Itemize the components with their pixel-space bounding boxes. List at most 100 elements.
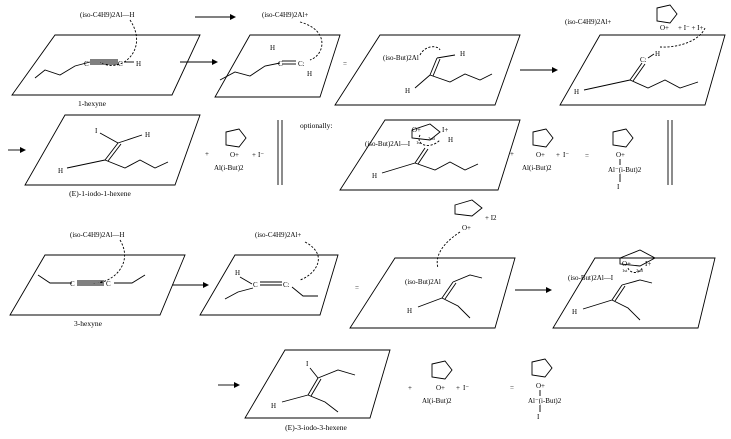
thf-ring-icon [532, 128, 554, 148]
ch-bond [436, 54, 456, 59]
curved-arrow-8 [436, 231, 461, 269]
oxygen-label: O+ [536, 151, 545, 159]
butyl-chain-4 [629, 79, 699, 89]
ethyl-right [114, 274, 146, 284]
cc-bond [104, 142, 119, 161]
hydrogen-label: H [136, 60, 141, 68]
hydrogen-label: H [448, 136, 453, 144]
ch-bond [583, 79, 631, 91]
panel-5-iodohexene: I H H (E)-1-iodo-1-hexene [24, 114, 201, 198]
oxygen-label: O+ [462, 224, 471, 232]
plane-9 [349, 257, 516, 329]
hydrogen-label: H [405, 87, 410, 95]
ethyl-upper [452, 274, 483, 283]
carbon-label: C [278, 60, 283, 68]
iodine-reagent: + I2 [485, 214, 497, 222]
aluminum-label: Al(i-But)2 [214, 164, 244, 172]
curved-arrow-7 [299, 241, 319, 281]
ch-bond [582, 299, 613, 310]
thf-ring-icon [431, 360, 453, 380]
arrowhead [552, 67, 558, 73]
arrowhead [234, 382, 240, 388]
ethyl-upper [621, 279, 653, 286]
step-1st: 1st [416, 140, 422, 145]
ch-bond [417, 297, 443, 308]
hydrogen-label: H [145, 131, 150, 139]
caption-iodohexene: (E)-1-iodo-1-hexene [69, 189, 131, 198]
carbon-radical-label: C: [283, 281, 290, 289]
plus-sign: + [456, 384, 460, 392]
iodine-label: I [306, 360, 309, 368]
cc-bond-double [107, 143, 122, 162]
ch-bond [647, 53, 655, 59]
alane-label: (iso-But)2Al [383, 54, 419, 62]
carbon-label: C [70, 280, 75, 288]
cc-bond [307, 377, 319, 396]
hydrogen-label: H [572, 308, 577, 316]
carbon-label: C [84, 60, 89, 68]
arrowhead [20, 147, 26, 153]
alane-iodide-label: (iso-But)2Al—I [365, 140, 411, 148]
thf-aluminate-adduct-2: O+ + I⁻ Al(i-But)2 [522, 128, 569, 172]
ethyl-upper [317, 369, 356, 379]
iodine-label: I [617, 183, 620, 191]
iodine-label: I [95, 127, 98, 135]
aluminum-label: Al(i-But)2 [422, 397, 452, 405]
caption-1-hexyne: 1-hexyne [78, 99, 107, 108]
cc-bond [429, 57, 438, 76]
oxygen-label: O+ [230, 151, 239, 159]
curved-arrow-5 [418, 134, 441, 146]
cc-bond-double [614, 285, 626, 302]
panel-2-vinyl-cation: (iso-C4H9)2Al+ H C C: H [214, 11, 341, 98]
plus-sign: + [510, 150, 514, 158]
thf-ring-icon [612, 128, 634, 148]
cc-bond-double [444, 282, 457, 300]
panel-10-iodination-complex: O+ I+ 1st 2nd (iso-But)2Al—I H [552, 249, 716, 329]
thf-ring-icon [619, 249, 656, 267]
cc-bond [611, 284, 623, 301]
hydrogen-label: H [460, 50, 465, 58]
iodide-label: I⁻ [463, 384, 469, 392]
optionally-label: optionally: [300, 121, 333, 130]
curved-arrow-4 [659, 27, 706, 48]
plus-sign: + [556, 151, 560, 159]
thf-ring-icon [656, 4, 678, 24]
plane-6 [339, 119, 521, 191]
oxygen-label: O+ [660, 24, 669, 32]
butyl-chain-3 [429, 73, 493, 83]
ethyl-lower [441, 297, 471, 319]
ch-bond [239, 276, 253, 285]
dibal-cation: (iso-C4H9)2Al+ [262, 11, 308, 19]
iodine-plus-label: I+ [645, 260, 651, 268]
thf-aluminate-adduct-3: O+ + I⁻ Al(i-But)2 [422, 360, 469, 405]
caption-iodohexene3: (E)-3-iodo-3-hexene [285, 423, 347, 432]
aluminate-label: Al⁻(i-But)2 [528, 397, 562, 405]
hydrogen-label: H [58, 167, 63, 175]
carbon-radical-label: C: [640, 56, 647, 64]
panel-11-iodohexene3: I H (E)-3-iodo-3-hexene [244, 349, 391, 432]
panel-9-alkenyl-alane: O+ + I2 (iso-But)2Al H [349, 199, 516, 329]
cc-bond [629, 62, 643, 81]
cc-bond-double [417, 148, 429, 165]
oxygen-label: O+ [622, 260, 631, 268]
alane-iodide-label: (iso-But)2Al—I [568, 274, 614, 282]
iodide-plus-iodine: + I⁻ + I+ [678, 24, 704, 32]
ch-bond [281, 394, 309, 403]
ch-bond [381, 162, 416, 174]
dibal-h-reagent: (iso-C4H9)2Al—H [70, 231, 124, 239]
cc-bond [414, 147, 426, 164]
thf-ring-icon [454, 199, 483, 217]
dibal-h-reagent: (iso-C4H9)2Al—H [80, 11, 134, 19]
plane-11 [244, 349, 391, 419]
arrowhead [212, 59, 218, 65]
plus-sign: + [205, 150, 209, 158]
thf-aluminate-ate-complex-2: O+ Al⁻(i-But)2 I [528, 358, 562, 421]
step-1st: 1st [622, 268, 628, 273]
hydrogen-label: H [307, 70, 312, 78]
curved-arrow-9 [627, 267, 643, 273]
butyl-chain-5 [104, 159, 169, 169]
butyl-chain-2 [219, 62, 281, 81]
cc-bond-double [310, 378, 322, 397]
